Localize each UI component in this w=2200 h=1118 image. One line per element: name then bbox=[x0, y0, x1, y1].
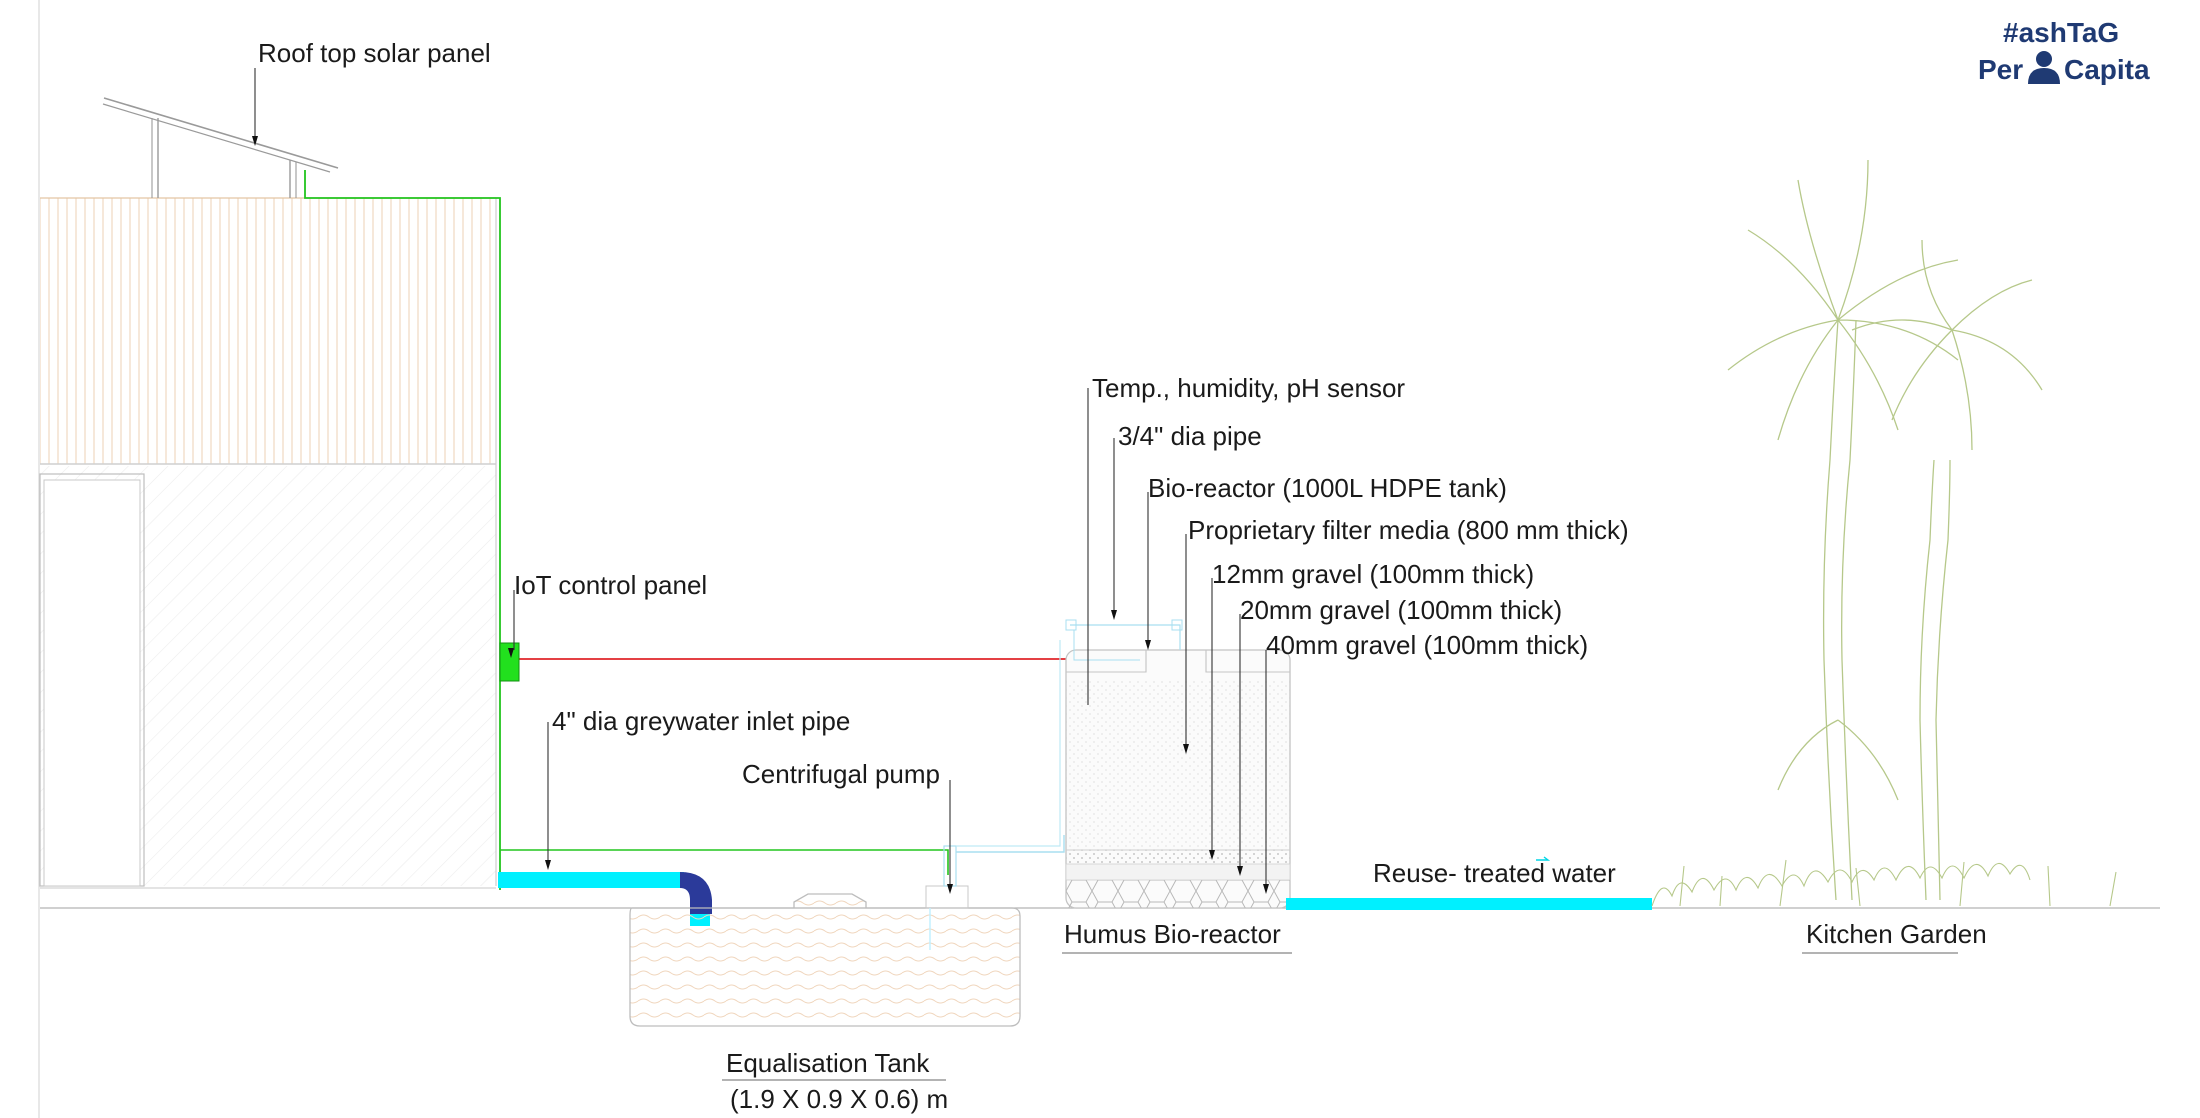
reuse-water-pipe bbox=[1286, 898, 1652, 910]
equalisation-tank-label: Equalisation Tank bbox=[726, 1048, 930, 1078]
humus-bioreactor-label: Humus Bio-reactor bbox=[1064, 919, 1281, 949]
sensor-label: Temp., humidity, pH sensor bbox=[1092, 373, 1405, 403]
leader-lines bbox=[252, 68, 1269, 894]
gravel-12-label: 12mm gravel (100mm thick) bbox=[1212, 559, 1534, 589]
solar-power-wire bbox=[304, 170, 501, 890]
kitchen-garden-palms bbox=[1727, 159, 2043, 901]
solar-panel bbox=[102, 97, 339, 198]
centrifugal-pump-label: Centrifugal pump bbox=[742, 759, 940, 789]
equalisation-tank bbox=[629, 885, 1021, 1027]
bioreactor-tank-label: Bio-reactor (1000L HDPE tank) bbox=[1148, 473, 1507, 503]
iot-panel-label: IoT control panel bbox=[514, 570, 707, 600]
gravel-40-label: 40mm gravel (100mm thick) bbox=[1266, 630, 1588, 660]
solar-panel-label: Roof top solar panel bbox=[258, 38, 491, 68]
brand-line2-left: Per bbox=[1978, 54, 2023, 85]
garden-shrubs bbox=[1651, 859, 2117, 907]
dia-pipe-label: 3/4" dia pipe bbox=[1118, 421, 1262, 451]
flow-arrow bbox=[1536, 856, 1551, 861]
filter-media-label: Proprietary filter media (800 mm thick) bbox=[1188, 515, 1629, 545]
equalisation-dims-label: (1.9 X 0.9 X 0.6) m bbox=[730, 1084, 948, 1114]
inlet-pipe-label: 4" dia greywater inlet pipe bbox=[552, 706, 850, 736]
iot-panel-arrow bbox=[508, 648, 514, 658]
brand-line1: #ashTaG bbox=[2003, 17, 2119, 48]
brand-line2-right: Capita bbox=[2064, 54, 2150, 85]
kitchen-garden-label: Kitchen Garden bbox=[1806, 919, 1987, 949]
centrifugal-pump bbox=[943, 640, 1065, 887]
brand-logo: #ashTaG Per Capita bbox=[1978, 17, 2150, 85]
pump-power-wire bbox=[500, 849, 949, 875]
bio-reactor-tank bbox=[1065, 619, 1291, 909]
iot-control-panel-box bbox=[499, 642, 520, 682]
reuse-water-label: Reuse- treated water bbox=[1373, 858, 1616, 888]
building bbox=[38, 0, 497, 1118]
gravel-20-label: 20mm gravel (100mm thick) bbox=[1240, 595, 1562, 625]
person-icon bbox=[2028, 51, 2060, 84]
